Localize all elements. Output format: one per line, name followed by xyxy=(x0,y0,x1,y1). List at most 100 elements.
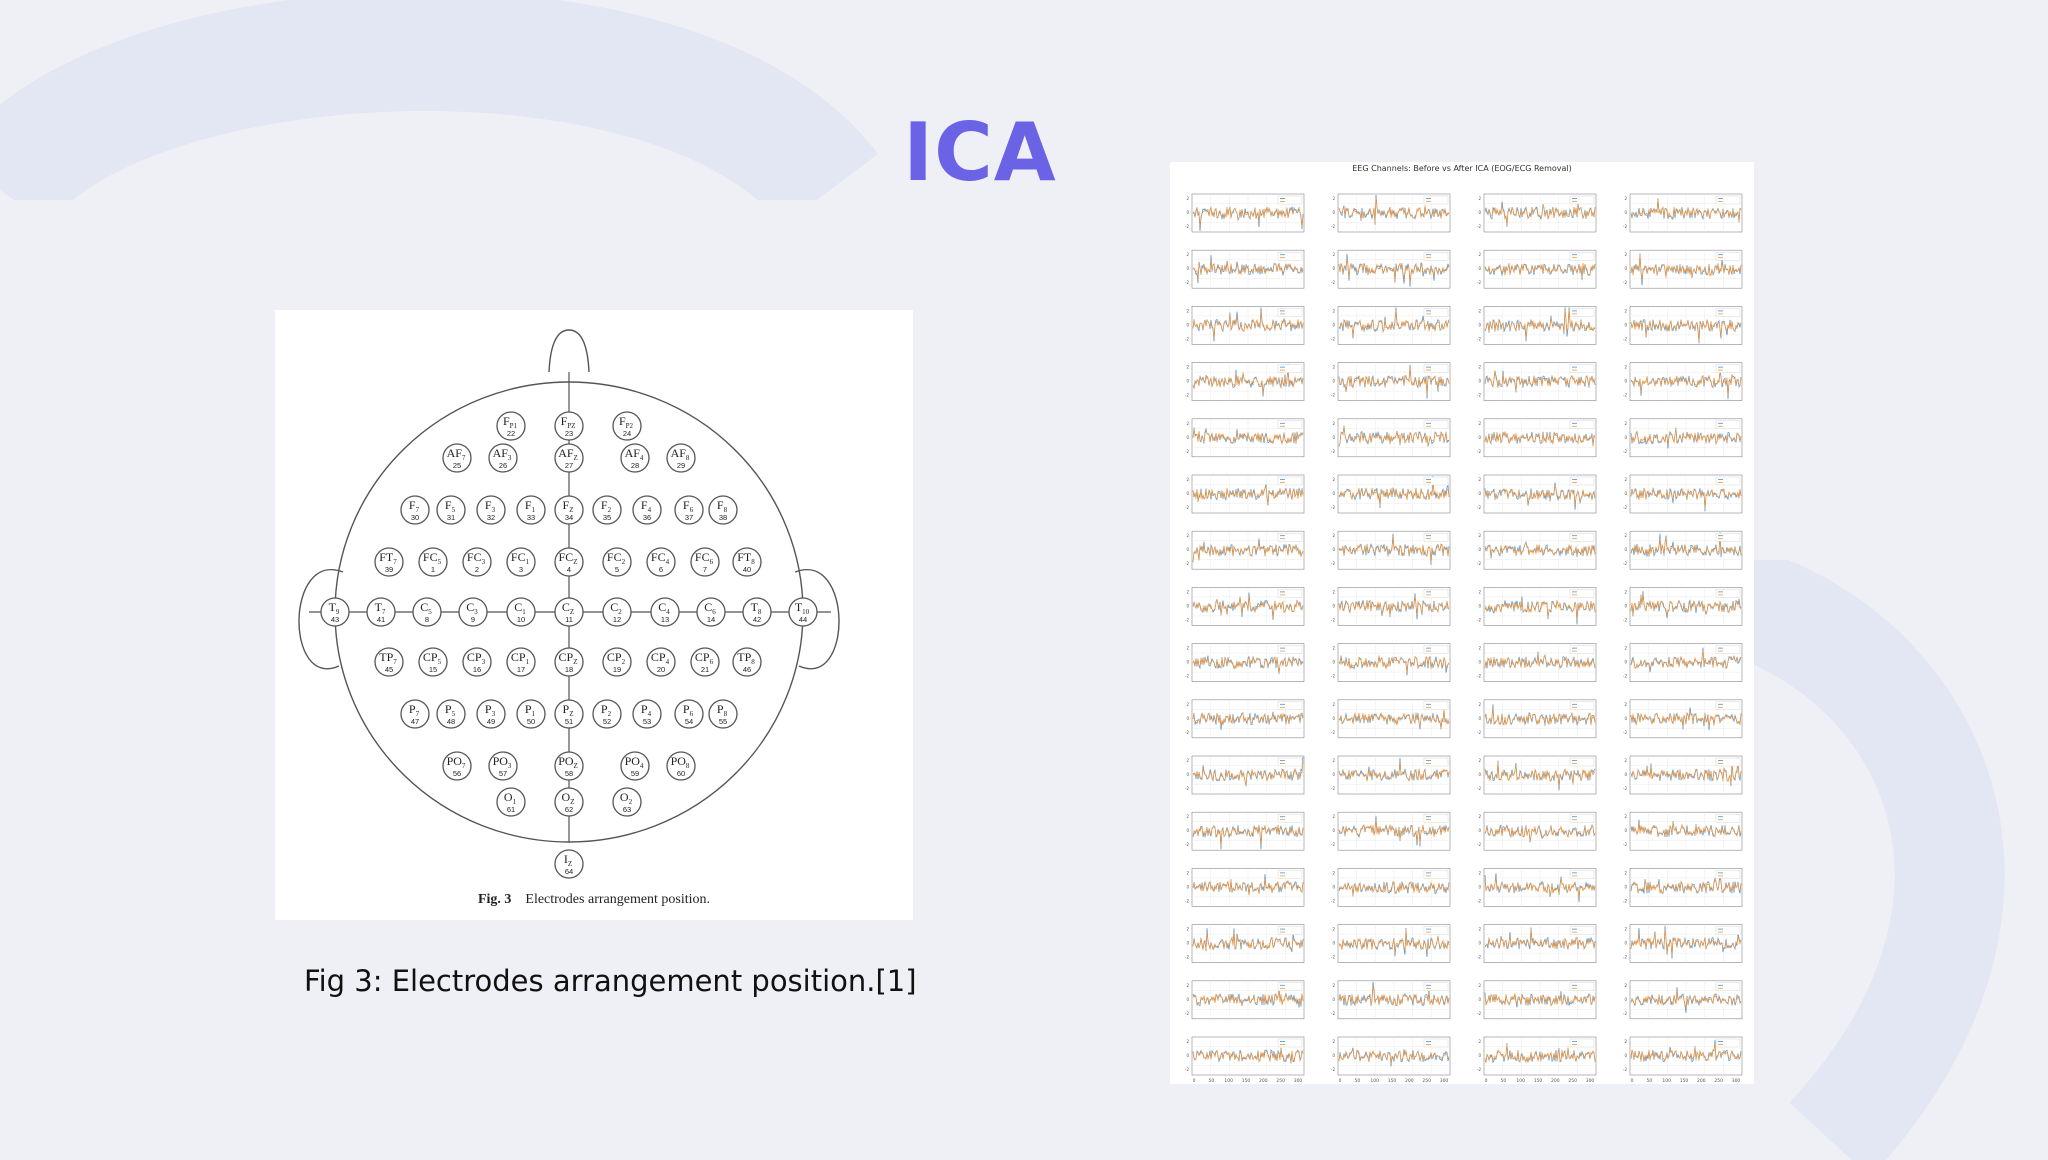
svg-text:2: 2 xyxy=(1332,252,1335,257)
svg-text:2: 2 xyxy=(1478,758,1481,763)
svg-text:-2: -2 xyxy=(1185,730,1189,735)
svg-text:2: 2 xyxy=(1332,1039,1335,1044)
svg-text:-2: -2 xyxy=(1185,842,1189,847)
svg-text:CP3: CP3 xyxy=(467,650,486,666)
eeg-before-after-figure: EEG Channels: Before vs After ICA (EOG/E… xyxy=(1170,162,1754,1084)
svg-text:IZ: IZ xyxy=(564,852,572,868)
svg-text:-2: -2 xyxy=(1477,1011,1481,1016)
eeg-channel-plot: 20-2 xyxy=(1477,306,1597,345)
svg-text:2: 2 xyxy=(1624,870,1627,875)
svg-text:0: 0 xyxy=(1186,266,1189,271)
svg-text:PO3: PO3 xyxy=(493,754,512,770)
svg-text:0: 0 xyxy=(1332,379,1335,384)
svg-text:35: 35 xyxy=(603,513,611,522)
svg-text:2: 2 xyxy=(1624,252,1627,257)
svg-text:F1: F1 xyxy=(525,498,536,514)
eeg-channel-plot: 20-2 xyxy=(1331,306,1451,345)
eeg-channel-plot: 20-2 xyxy=(1185,868,1305,907)
svg-text:-2: -2 xyxy=(1623,224,1627,229)
svg-text:0: 0 xyxy=(1186,716,1189,721)
svg-text:0: 0 xyxy=(1186,603,1189,608)
eeg-channel-plot: 20-2 xyxy=(1185,699,1305,739)
svg-text:11: 11 xyxy=(565,615,573,624)
eeg-x-tick-label: 100 xyxy=(1662,1078,1671,1084)
svg-text:22: 22 xyxy=(507,429,515,438)
eeg-x-tick-label: 0 xyxy=(1485,1078,1488,1084)
svg-text:0: 0 xyxy=(1186,660,1189,665)
svg-text:-2: -2 xyxy=(1185,505,1189,510)
svg-text:6: 6 xyxy=(659,565,663,574)
svg-text:-2: -2 xyxy=(1185,898,1189,903)
svg-text:2: 2 xyxy=(1624,646,1627,651)
svg-text:0: 0 xyxy=(1624,1053,1627,1058)
eeg-x-tick-label: 0 xyxy=(1631,1078,1634,1084)
eeg-x-tick-label: 250 xyxy=(1422,1078,1431,1084)
svg-text:2: 2 xyxy=(1186,308,1189,313)
svg-text:2: 2 xyxy=(1478,252,1481,257)
head-ear-left xyxy=(298,569,344,670)
svg-text:0: 0 xyxy=(1624,210,1627,215)
svg-text:0: 0 xyxy=(1624,660,1627,665)
svg-text:-2: -2 xyxy=(1185,336,1189,341)
eeg-channel-plot: 20-2 xyxy=(1623,755,1743,795)
svg-text:TP7: TP7 xyxy=(379,650,397,666)
svg-text:0: 0 xyxy=(1478,828,1481,833)
svg-text:0: 0 xyxy=(1478,772,1481,777)
eeg-x-tick-label: 50 xyxy=(1646,1078,1652,1084)
svg-text:-2: -2 xyxy=(1331,786,1335,791)
eeg-channel-plot: 20-2 xyxy=(1331,699,1451,739)
svg-text:2: 2 xyxy=(1186,196,1189,201)
svg-text:0: 0 xyxy=(1624,772,1627,777)
svg-text:AFZ: AFZ xyxy=(558,446,578,462)
svg-text:2: 2 xyxy=(1186,533,1189,538)
svg-text:2: 2 xyxy=(1478,589,1481,594)
eeg-channel-plot: 20-2 xyxy=(1477,868,1597,907)
svg-text:44: 44 xyxy=(799,615,807,624)
svg-text:T9: T9 xyxy=(329,600,340,616)
svg-text:CPZ: CPZ xyxy=(559,650,578,666)
svg-text:53: 53 xyxy=(643,717,651,726)
svg-text:-2: -2 xyxy=(1623,280,1627,285)
svg-text:-2: -2 xyxy=(1477,617,1481,622)
svg-text:50: 50 xyxy=(527,717,535,726)
svg-text:-2: -2 xyxy=(1331,505,1335,510)
svg-text:2: 2 xyxy=(1478,533,1481,538)
svg-text:61: 61 xyxy=(507,805,515,814)
svg-text:0: 0 xyxy=(1478,941,1481,946)
svg-text:0: 0 xyxy=(1624,603,1627,608)
svg-text:FC6: FC6 xyxy=(695,550,714,566)
eeg-x-tick-label: 50 xyxy=(1208,1078,1214,1084)
svg-text:58: 58 xyxy=(565,769,573,778)
eeg-x-tick-label: 150 xyxy=(1388,1078,1397,1084)
svg-text:CP4: CP4 xyxy=(651,650,670,666)
eeg-channel-plot: 20-2 xyxy=(1623,1036,1743,1076)
eeg-channel-plot: 20-2 xyxy=(1331,193,1451,233)
svg-text:0: 0 xyxy=(1624,547,1627,552)
svg-text:-2: -2 xyxy=(1331,561,1335,566)
svg-text:0: 0 xyxy=(1478,322,1481,327)
eeg-channel-plot: 20-2 xyxy=(1623,306,1743,345)
eeg-x-tick-label: 300 xyxy=(1294,1078,1303,1084)
svg-text:29: 29 xyxy=(677,461,685,470)
svg-text:0: 0 xyxy=(1332,716,1335,721)
svg-text:PZ: PZ xyxy=(563,702,574,718)
svg-text:0: 0 xyxy=(1186,828,1189,833)
svg-text:-2: -2 xyxy=(1477,786,1481,791)
svg-text:27: 27 xyxy=(565,461,573,470)
svg-text:47: 47 xyxy=(411,717,419,726)
eeg-channel-plot: 20-2 xyxy=(1477,699,1597,739)
svg-text:-2: -2 xyxy=(1331,1067,1335,1072)
